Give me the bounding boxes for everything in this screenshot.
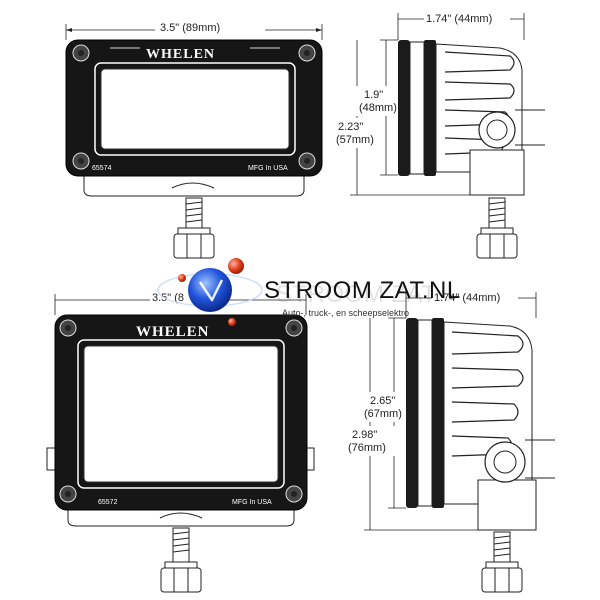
atom-blue-sphere-icon [188,268,232,312]
top-brand-logo: WHELEN [146,47,215,62]
watermark-ghost-text: STROOM ZAT [276,281,437,308]
top-width-label: 3.5" (89mm) [160,22,220,34]
atom-small-red-sphere-2-icon [228,318,236,326]
atom-red-sphere-icon [228,258,244,274]
bottom-height1-mm: (67mm) [364,408,402,420]
top-height2-in: 2.23" [338,121,363,133]
bottom-height2-mm: (76mm) [348,442,386,454]
atom-small-red-sphere-icon [178,274,186,282]
watermark-subtitle: Auto-, truck-, en scheepselektro [282,308,409,318]
top-height1-in: 1.9" [364,89,383,101]
bottom-front-view: 3.5" (8 WHELEN 65572 MFG In USA [46,290,315,593]
bottom-part-number: 65572 [98,499,118,506]
bottom-height1-in: 2.65" [370,395,395,407]
top-depth-label: 1.74" (44mm) [426,13,492,25]
top-height2-mm: (57mm) [336,134,374,146]
top-front-view: 3.5" (89mm) WHELEN 65574 MFG In USA [65,20,323,259]
watermark-title: STROOM ZAT.NL [264,277,461,304]
top-height1-mm: (48mm) [359,102,397,114]
top-mfg-label: MFG In USA [248,165,288,172]
bottom-depth-label: 1.74" (44mm) [434,292,500,304]
bottom-height2-in: 2.98" [352,429,377,441]
top-side-view: 1.74" (44mm) 1.9" (48mm) 2.23" (57mm) [332,11,545,259]
top-part-number: 65574 [92,165,112,172]
bottom-mfg-label: MFG In USA [232,499,272,506]
bottom-side-view: 1.74" (44mm) 2.65" (67mm) 2.98" (76mm) [345,290,555,593]
bottom-brand-logo: WHELEN [136,324,210,340]
watermark-logo: STROOM ZAT STROOM ZAT.NL Auto-, truck-, … [157,258,461,326]
